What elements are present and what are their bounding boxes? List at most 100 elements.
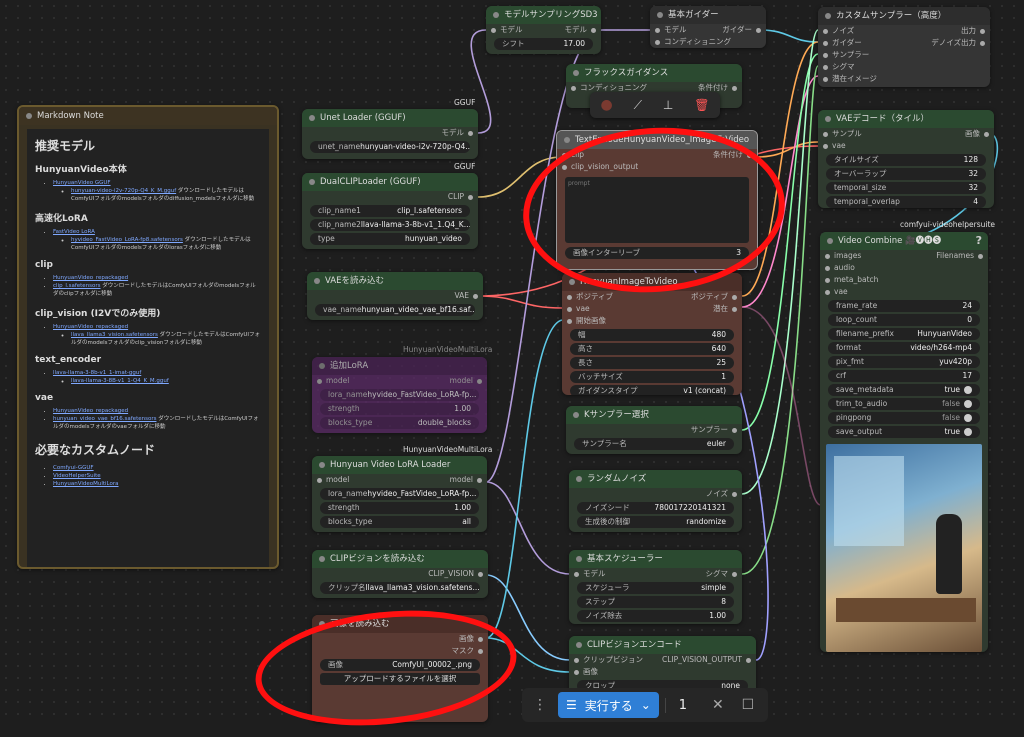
output-vae[interactable]: VAE: [454, 290, 478, 302]
note-link[interactable]: llava-llama-3-8B-v1_1-Q4_K_M.gguf: [71, 378, 169, 384]
input-model[interactable]: model: [316, 375, 349, 387]
output-clip[interactable]: CLIP: [448, 191, 474, 203]
input-conditioning[interactable]: コンディショニング: [655, 36, 731, 48]
input-model[interactable]: モデル: [655, 24, 687, 36]
input-model[interactable]: モデル: [491, 24, 523, 36]
note-link[interactable]: HunyuanVideoMultiLora: [53, 481, 119, 487]
input-audio[interactable]: audio: [825, 262, 855, 274]
note-link[interactable]: HunyuanVideo GGUF: [53, 180, 111, 186]
output-sigmas[interactable]: シグマ: [706, 568, 737, 580]
color-picker-button[interactable]: ●: [600, 97, 613, 113]
input-model[interactable]: model: [316, 474, 349, 486]
output-clip-vision[interactable]: CLIP_VISION: [428, 568, 483, 580]
close-icon[interactable]: ✕: [711, 697, 724, 713]
note-link[interactable]: Comfyui-GGUF: [53, 465, 94, 471]
output-image[interactable]: 画像: [459, 633, 483, 645]
output-filenames[interactable]: Filenames: [936, 250, 983, 262]
pin-icon[interactable]: ⊥: [662, 98, 674, 112]
output-guider[interactable]: ガイダー: [722, 24, 761, 36]
input-vae[interactable]: vae: [825, 286, 848, 298]
note-link[interactable]: clip_l.safetensors: [53, 283, 101, 289]
run-button[interactable]: ☰ 実行する ⌄: [558, 692, 659, 718]
input-image[interactable]: 画像: [574, 666, 598, 678]
custom-sampler-node[interactable]: カスタムサンプラー（高度） ノイズ出力 ガイダーデノイズ出力 サンプラー シグマ…: [818, 7, 990, 87]
help-icon[interactable]: ?: [975, 234, 982, 247]
output-mask[interactable]: マスク: [452, 645, 483, 657]
output-output[interactable]: 出力: [961, 25, 985, 37]
output-model[interactable]: モデル: [442, 127, 473, 139]
markdown-note-node[interactable]: Markdown Note 推奨モデル HunyuanVideo本体Hunyua…: [17, 105, 279, 569]
note-link[interactable]: hyvideo_FastVideo_LoRA-fp8.safetensors: [71, 237, 183, 243]
input-clip-vision-output[interactable]: clip_vision_output: [561, 161, 638, 173]
trash-icon[interactable]: 🗑: [694, 98, 710, 112]
stop-icon[interactable]: ☐: [741, 697, 755, 713]
wand-icon[interactable]: ⟋: [633, 97, 642, 112]
input-samples[interactable]: サンプル: [823, 128, 862, 140]
note-link[interactable]: VideoHelperSuite: [53, 473, 101, 479]
note-link[interactable]: HunyuanVideo_repackaged: [53, 408, 129, 414]
text-encoder-node[interactable]: TextEncodeHunyuanVideo_ImageToVideo clip…: [556, 130, 758, 270]
input-images[interactable]: images: [824, 250, 861, 262]
chevron-down-icon[interactable]: ⌄: [640, 698, 651, 712]
note-link[interactable]: HunyuanVideo_repackaged: [53, 275, 129, 281]
note-link[interactable]: llava_llama3_vision.safetensors: [71, 332, 158, 338]
output-denoised[interactable]: デノイズ出力: [931, 37, 985, 49]
input-conditioning[interactable]: コンディショニング: [571, 82, 647, 94]
input-meta-batch[interactable]: meta_batch: [824, 274, 878, 286]
input-positive[interactable]: ポジティブ: [566, 291, 613, 303]
output-conditioning[interactable]: 条件付け: [698, 82, 737, 94]
input-clip-vision[interactable]: クリップビジョン: [574, 654, 643, 666]
input-latent[interactable]: 潜在イメージ: [823, 73, 877, 85]
note-link[interactable]: hunyuan_video_vae_bf16.safetensors: [53, 416, 157, 422]
input-vae[interactable]: vae: [823, 140, 846, 152]
output-noise[interactable]: ノイズ: [706, 488, 738, 500]
basic-guider-node[interactable]: 基本ガイダー モデルガイダー コンディショニング: [650, 6, 766, 48]
input-sampler[interactable]: サンプラー: [822, 49, 869, 61]
note-link[interactable]: HunyuanVideo_repackaged: [53, 324, 129, 330]
upload-file-button[interactable]: アップロードするファイルを選択: [320, 673, 480, 685]
input-vae[interactable]: vae: [567, 303, 590, 315]
input-start-image[interactable]: 開始画像: [567, 315, 606, 327]
output-clip-vision-output[interactable]: CLIP_VISION_OUTPUT: [662, 654, 752, 666]
input-sigmas[interactable]: シグマ: [823, 61, 855, 73]
